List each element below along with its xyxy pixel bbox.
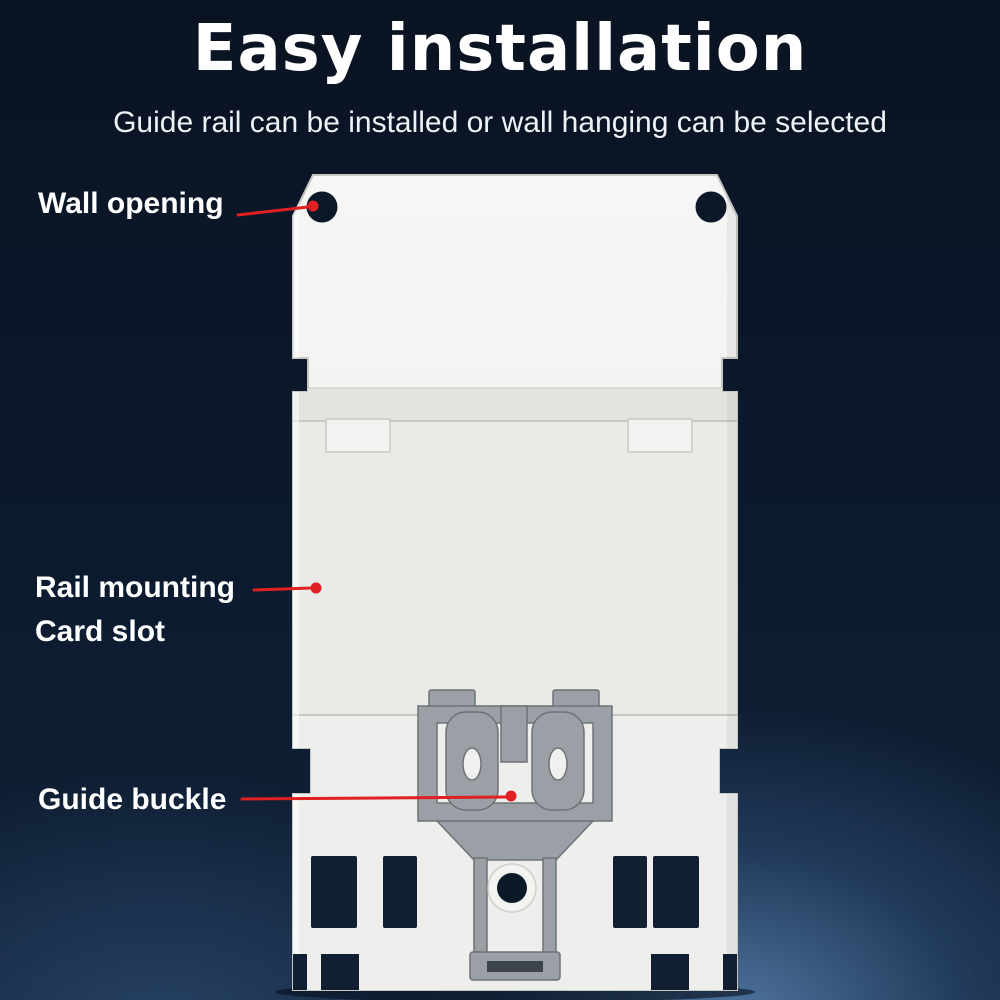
panel-mid-section <box>293 421 737 715</box>
clip-foot-slot <box>487 961 543 972</box>
callout-label-text: Card slot <box>35 615 166 648</box>
terminal-slot <box>383 856 417 928</box>
page-subtitle: Guide rail can be installed or wall hang… <box>113 106 887 139</box>
bottom-slot <box>651 954 689 990</box>
bottom-corner-cutout <box>723 954 737 990</box>
latch-tab-left <box>325 418 391 453</box>
device-rear-panel <box>292 174 738 991</box>
wall-opening-hole-left <box>306 191 338 223</box>
callout-dot-rail-mounting <box>310 582 322 594</box>
callout-label-guide-buckle: Guide buckle <box>38 778 226 822</box>
latch-tab-right <box>627 418 693 453</box>
callout-dot-wall-opening <box>307 200 319 212</box>
hook-hole-left <box>462 747 482 781</box>
callout-label-rail-mounting: Rail mounting Card slot <box>35 566 235 654</box>
din-rail-clip <box>417 689 613 981</box>
callout-line-guide-buckle <box>240 795 508 801</box>
page-title: Easy installation <box>192 12 808 86</box>
bottom-slot <box>321 954 359 990</box>
bottom-corner-cutout <box>293 954 307 990</box>
callout-label-text: Rail mounting <box>35 571 235 604</box>
terminal-slot <box>613 856 647 928</box>
terminal-slot <box>653 856 699 928</box>
panel-step-band <box>293 388 737 421</box>
callout-lines <box>236 200 517 802</box>
edge-shadow <box>727 175 737 990</box>
clip-rail-right <box>542 857 557 955</box>
callout-label-wall-opening: Wall opening <box>38 182 224 226</box>
callout-dot-guide-buckle <box>505 790 517 802</box>
screw-hole <box>497 873 527 903</box>
wall-opening-hole-right <box>695 191 727 223</box>
callout-line-rail-mounting <box>252 586 313 592</box>
callout-label-text: Wall opening <box>38 187 224 220</box>
panel-detail <box>293 175 737 990</box>
callout-label-text: Guide buckle <box>38 783 227 816</box>
edge-highlight <box>293 175 299 990</box>
terminal-slot <box>311 856 357 928</box>
hook-hole-right <box>548 747 568 781</box>
clip-rail-left <box>473 857 488 955</box>
callout-line-wall-opening <box>236 205 310 217</box>
clip-center-divider <box>500 705 528 763</box>
